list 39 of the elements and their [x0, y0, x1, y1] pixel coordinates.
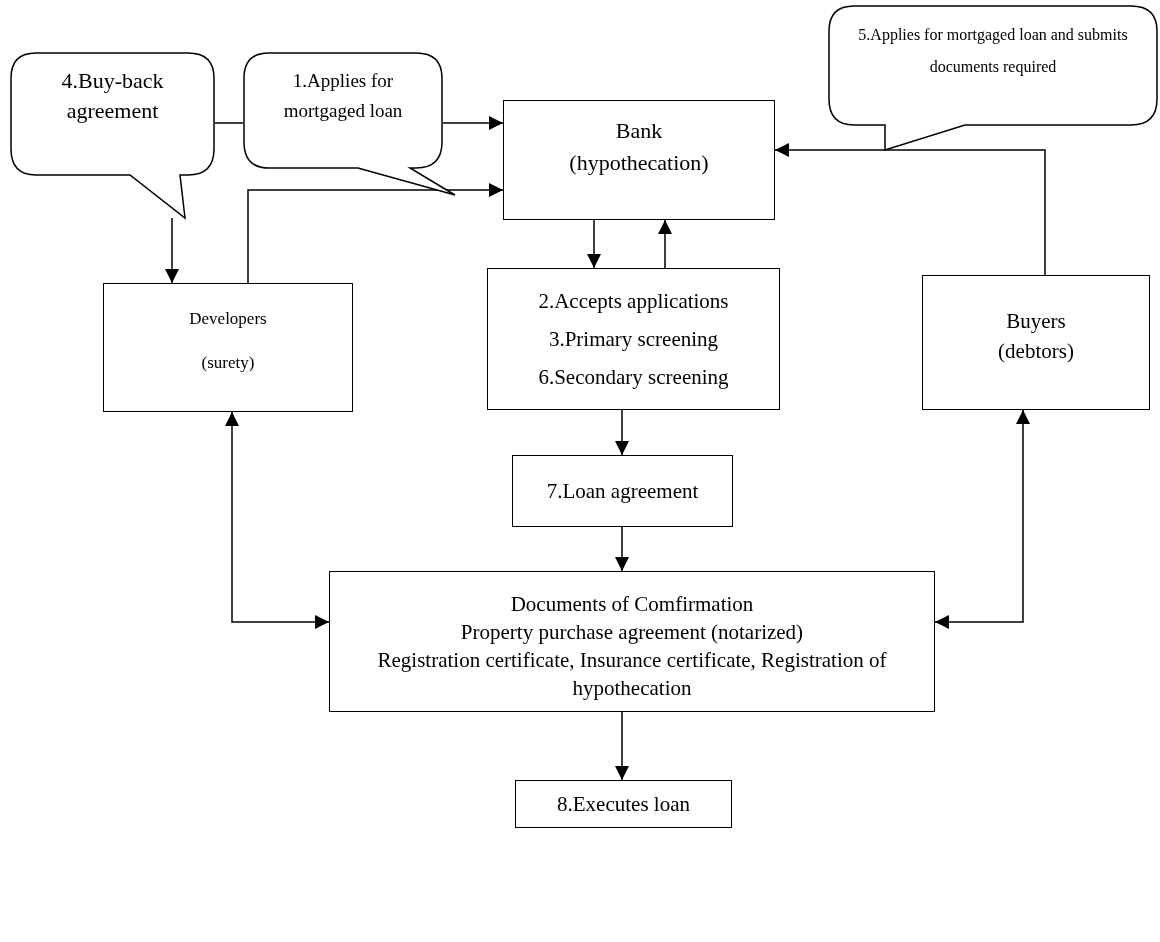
box-text: Registration certificate, Insurance certificate, Registration of hypothecation — [376, 647, 888, 702]
box-text: Buyers — [1006, 308, 1066, 335]
box-text: (hypothecation) — [569, 149, 709, 177]
process-box — [512, 455, 733, 527]
box-text: Bank — [615, 117, 663, 145]
arrow — [165, 217, 179, 284]
box-text: 2.Accepts applications — [538, 288, 729, 315]
arrow — [247, 183, 504, 284]
box-text: (surety) — [201, 352, 255, 374]
box-text: 8.Executes loan — [557, 791, 690, 818]
process-box — [103, 283, 353, 412]
process-box — [515, 780, 732, 828]
arrow — [442, 116, 504, 130]
arrow — [615, 711, 629, 781]
process-box — [503, 100, 775, 220]
process-box — [487, 268, 780, 410]
callout-text: 5.Applies for mortgaged loan and submits documents required — [857, 25, 1129, 78]
speech-bubble — [828, 5, 1158, 151]
process-box — [329, 571, 935, 712]
connector-line — [214, 122, 244, 124]
arrow — [615, 526, 629, 572]
box-text: 6.Secondary screening — [538, 364, 729, 391]
arrow — [225, 411, 330, 629]
arrow — [615, 409, 629, 456]
arrow — [934, 409, 1030, 629]
box-text: 3.Primary screening — [548, 326, 719, 353]
arrow — [774, 143, 1046, 276]
box-text: 7.Loan agreement — [546, 478, 699, 505]
box-text: (debtors) — [998, 338, 1074, 365]
process-box — [922, 275, 1150, 410]
callout-text: 1.Applies for mortgaged loan — [282, 69, 404, 123]
arrow — [587, 219, 601, 269]
speech-bubble — [10, 52, 215, 219]
callout-text: 4.Buy-back agreement — [60, 67, 165, 125]
box-text: Developers — [189, 308, 267, 330]
arrow — [658, 219, 672, 269]
box-text: Property purchase agreement (notarized) — [460, 619, 804, 646]
speech-bubble — [243, 52, 456, 196]
box-text: Documents of Comfirmation — [510, 591, 754, 618]
